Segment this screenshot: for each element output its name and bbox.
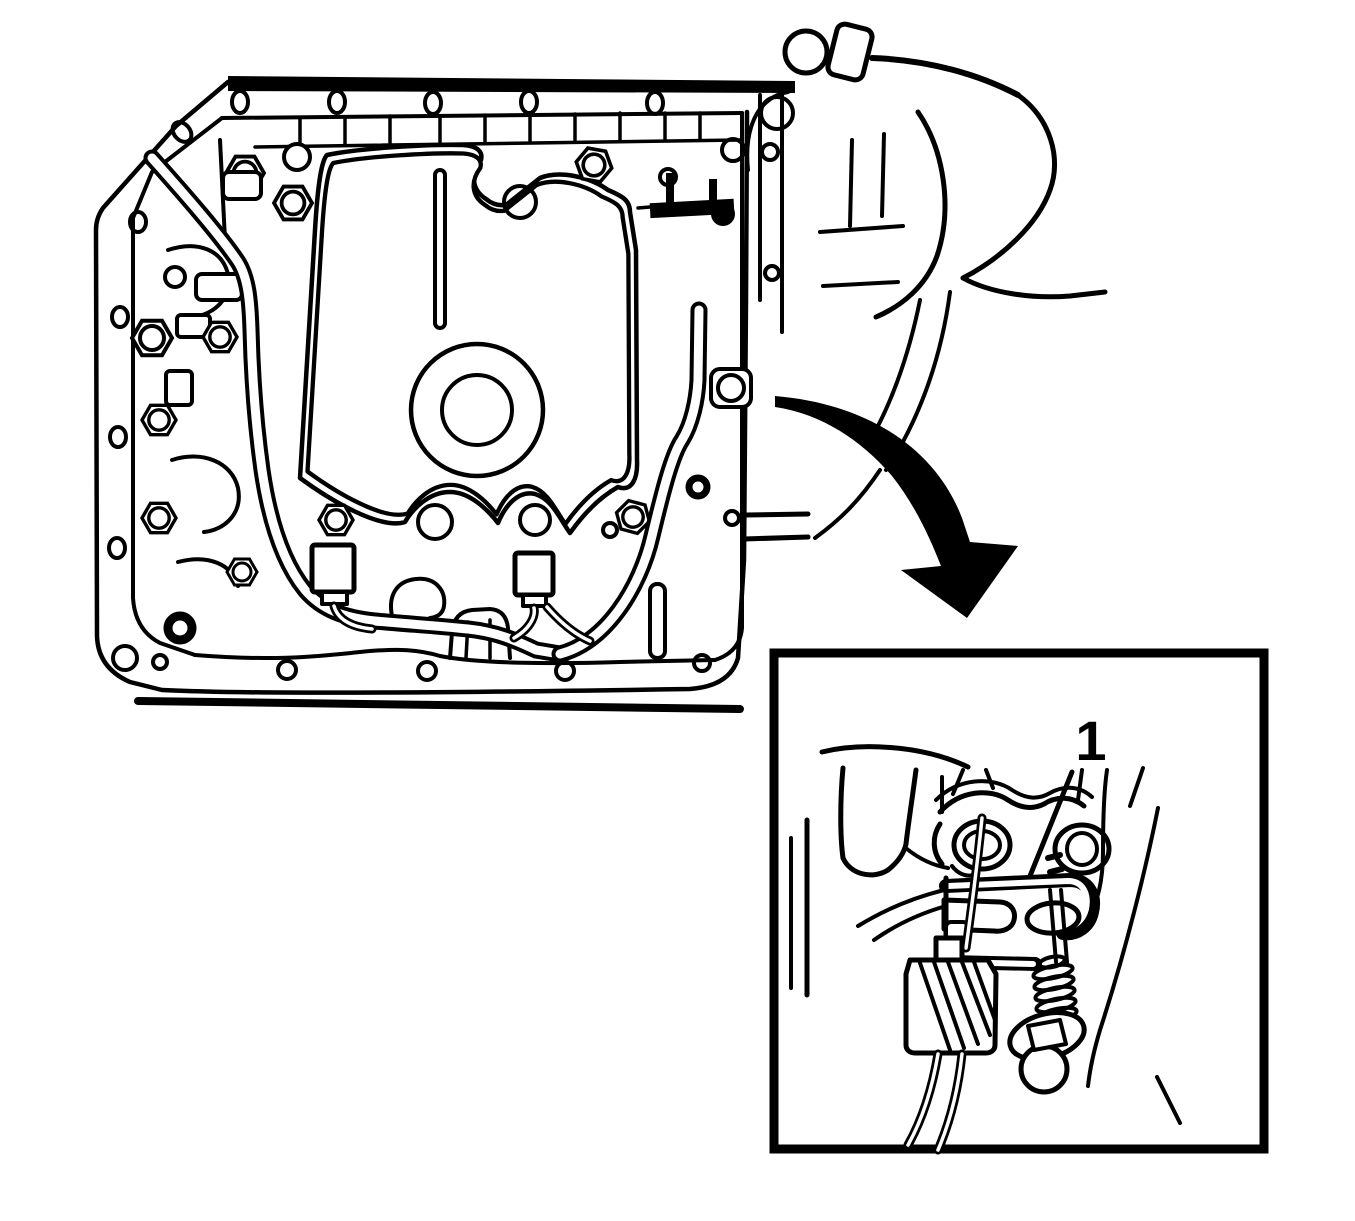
cover-slot — [433, 168, 447, 330]
detail-arrow-icon — [775, 396, 1018, 618]
flange-bolt-holes — [107, 89, 795, 682]
inset-frame — [769, 648, 1269, 1154]
callout-1-label: 1 — [1075, 709, 1106, 772]
hex-bolts — [130, 142, 655, 587]
callout-1-leader — [1027, 769, 1075, 879]
cover-center-bore — [408, 341, 546, 479]
callout-1: 1 — [1027, 709, 1107, 879]
case-tube — [819, 744, 971, 878]
sensor-connector-detail — [903, 813, 999, 1155]
harness-connector-a — [309, 542, 377, 634]
detail-inset: 1 — [769, 648, 1269, 1155]
bell-housing — [758, 21, 1108, 540]
harness-clamp — [221, 170, 263, 201]
wiring-harness — [143, 149, 708, 663]
oil-pan-flange — [93, 79, 811, 713]
harness-connector-b — [509, 550, 595, 646]
shift-solenoid — [636, 173, 735, 226]
retaining-bolt — [1007, 888, 1087, 1095]
valve-body-cover — [297, 142, 640, 541]
pan-rail-band — [228, 76, 795, 93]
transaxle-main-view — [93, 21, 1108, 713]
